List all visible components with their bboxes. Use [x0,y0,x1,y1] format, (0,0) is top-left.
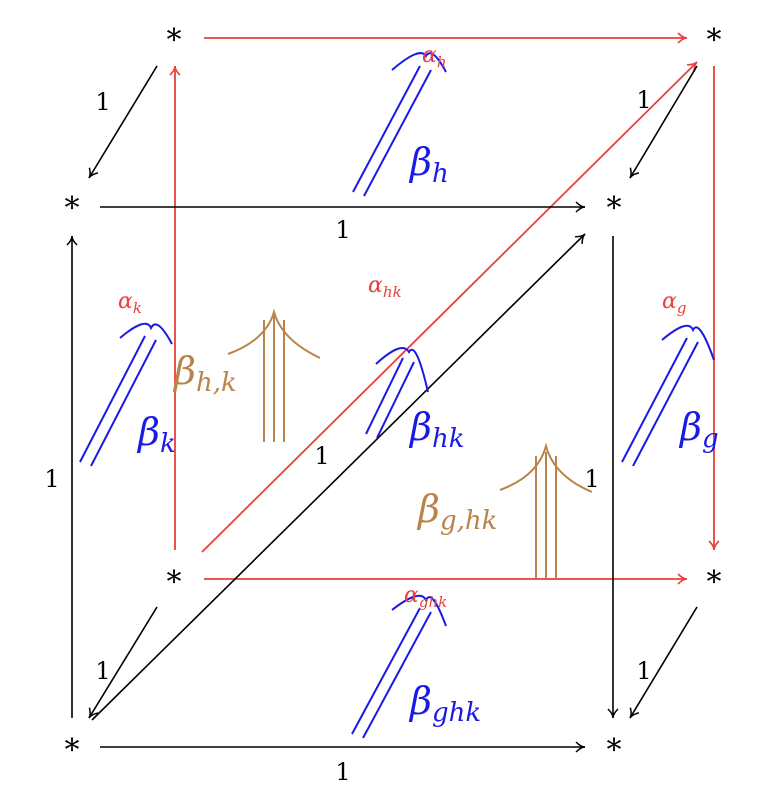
edge-bottom-right-depth [629,606,698,719]
double-arrow-beta-ghk [351,594,447,739]
label-alpha-g: αg [662,289,686,317]
label-beta-ghk: βghk [408,679,481,728]
double-arrow-beta-g [621,324,715,467]
triple-arrow-beta-g-hk [499,442,593,578]
label-beta-g: βg [678,405,719,454]
label-alpha-ghk: αghk [404,583,447,611]
label-beta-h: βh [408,140,449,189]
label-one-front-right: 1 [584,465,599,493]
label-beta-g-hk: βg,hk [416,487,497,536]
label-one-top-left-depth: 1 [95,88,110,116]
label-one-bottom-right-depth: 1 [636,657,651,685]
edge-back-diagonal [201,61,698,553]
edge-front-diagonal [91,233,586,721]
label-one-bottom-left-depth: 1 [95,657,110,685]
triple-arrow-beta-h-k [227,308,321,442]
edge-top-left-depth [88,65,158,179]
node-front-bottom-right: * [607,733,622,768]
double-arrow-beta-k [79,322,173,467]
label-alpha-hk: αhk [368,273,402,301]
label-one-front-bottom: 1 [335,758,350,786]
edge-bottom-left-depth [88,606,158,719]
node-front-top-right: * [607,191,622,226]
double-arrow-beta-hk [365,347,429,439]
label-alpha-k: αk [118,289,142,317]
node-back-bottom-left: * [167,565,182,600]
node-back-bottom-right: * [707,565,722,600]
node-back-top-left: * [167,23,182,58]
node-front-bottom-left: * [65,733,80,768]
label-one-front-top: 1 [335,216,350,244]
label-beta-h-k: βh,k [172,349,237,398]
edge-top-right-depth [629,65,698,179]
label-beta-k: βk [136,410,176,459]
node-front-top-left: * [65,191,80,226]
label-one-front-left: 1 [44,465,59,493]
node-back-top-right: * [707,23,722,58]
label-beta-hk: βhk [408,405,464,454]
double-arrow-beta-h [352,52,447,197]
label-one-top-right-depth: 1 [636,86,651,114]
label-one-front-diagonal: 1 [314,442,329,470]
label-alpha-h: αh [422,43,447,71]
